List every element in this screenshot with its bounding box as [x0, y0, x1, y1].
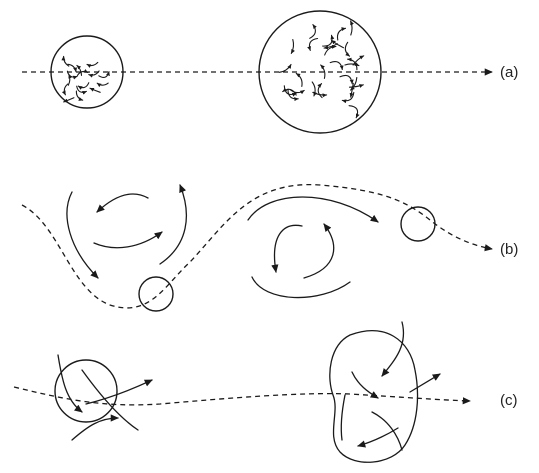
- swirl-arrow: [309, 39, 317, 51]
- panel-a-large-eddy-swirls: [279, 21, 363, 118]
- swirl-arrow: [279, 65, 291, 73]
- panel-a: (a): [22, 11, 518, 133]
- swirl-arrow: [345, 42, 349, 56]
- swirl-arrow: [350, 85, 364, 87]
- panel-b-right-vortex-arrow: [304, 224, 334, 278]
- panel-c-left-streaks: [58, 355, 152, 440]
- panel-c-eddy-arrow: [410, 374, 440, 392]
- panel-b: (b): [22, 185, 518, 311]
- panel-c-eddy-line: [341, 395, 345, 440]
- panel-b-left-vortex: [67, 185, 186, 278]
- swirl-arrow: [97, 83, 108, 85]
- swirl-arrow: [78, 83, 89, 88]
- panel-b-right-vortex-arrow: [248, 197, 378, 222]
- panel-b-right-vortex-arrow: [252, 277, 350, 298]
- panel-c-streak-arrow: [86, 380, 152, 404]
- swirl-arrow: [351, 21, 352, 35]
- panel-b-particle-lower: [139, 277, 173, 311]
- panel-c-label: (c): [500, 392, 518, 409]
- panel-a-small-eddy-swirls: [64, 56, 109, 102]
- panel-b-right-vortex: [248, 197, 378, 298]
- panel-c-deformed-eddy: [330, 331, 418, 463]
- panel-c-eddy-streaks: [341, 322, 440, 450]
- swirl-arrow: [353, 56, 364, 65]
- swirl-arrow: [349, 106, 358, 118]
- swirl-arrow: [90, 88, 100, 92]
- panel-b-trajectory-line: [22, 185, 492, 308]
- panel-c-trajectory-line: [14, 387, 470, 405]
- swirl-arrow: [68, 64, 76, 71]
- panel-b-right-vortex-arrow: [275, 225, 302, 272]
- panel-c-eddy-arrow: [382, 322, 404, 376]
- panel-b-left-vortex-arrow: [97, 194, 148, 212]
- panel-b-particle-upper: [401, 207, 435, 241]
- swirl-arrow: [323, 35, 332, 46]
- panel-b-left-vortex-arrow: [67, 192, 98, 278]
- swirl-arrow: [296, 74, 302, 87]
- swirl-arrow: [318, 84, 322, 98]
- swirl-arrow: [64, 84, 67, 95]
- panel-b-left-vortex-arrow: [94, 232, 162, 248]
- swirl-arrow: [291, 40, 293, 54]
- panel-a-label: (a): [500, 64, 518, 81]
- panel-b-left-vortex-arrow: [160, 185, 186, 264]
- swirl-arrow: [68, 74, 70, 85]
- panel-c-eddy-arrow: [358, 428, 398, 446]
- swirl-arrow: [330, 62, 342, 70]
- panel-c-eddy-line: [372, 412, 402, 450]
- swirl-arrow: [87, 62, 98, 65]
- swirl-arrow: [340, 75, 352, 83]
- panel-c-streak-arrow: [58, 355, 82, 412]
- panel-b-label: (b): [500, 241, 518, 258]
- panel-c-particle: [55, 360, 117, 422]
- swirl-arrow: [342, 92, 354, 100]
- panel-c: (c): [14, 322, 518, 462]
- swirl-arrow: [337, 28, 345, 40]
- swirl-arrow: [310, 25, 316, 39]
